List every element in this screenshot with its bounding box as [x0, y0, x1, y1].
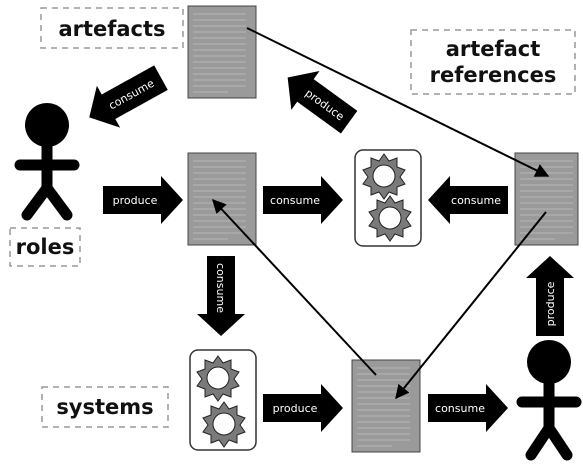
- connector-bottom-doc-to-center-doc: [212, 198, 377, 376]
- svg-text:artefact: artefact: [446, 37, 541, 61]
- svg-text:produce: produce: [273, 402, 318, 415]
- label-roles: roles: [9, 227, 81, 267]
- arrow-consume-down: consume: [197, 256, 245, 336]
- arrow-consume-mid: consume: [263, 176, 343, 224]
- arrow-produce-mid-left: produce: [103, 176, 183, 224]
- system-gears-top: [354, 149, 422, 247]
- svg-text:roles: roles: [16, 235, 75, 259]
- arrow-consume-bottom-right: consume: [428, 384, 508, 432]
- connector-top-doc-to-reference: [246, 27, 550, 177]
- system-gears-bottom: [189, 349, 257, 451]
- label-systems: systems: [41, 386, 169, 428]
- document-artefact-reference-right: [514, 152, 579, 246]
- svg-text:consume: consume: [435, 402, 485, 415]
- document-artefact-top: [187, 5, 257, 99]
- svg-text:produce: produce: [113, 194, 158, 207]
- arrow-produce-up-right: produce: [526, 256, 574, 336]
- label-artefacts: artefacts: [40, 7, 184, 49]
- arrow-consume-top-left: consume: [89, 65, 168, 128]
- document-artefact-bottom: [351, 359, 421, 453]
- svg-text:consume: consume: [451, 194, 501, 207]
- svg-text:systems: systems: [56, 395, 153, 419]
- role-person-icon: [14, 103, 80, 221]
- bottom-person-icon: [516, 340, 582, 461]
- svg-text:artefacts: artefacts: [58, 17, 165, 41]
- svg-text:references: references: [430, 63, 557, 87]
- document-artefact-center: [187, 152, 257, 246]
- arrow-produce-top: produce: [287, 71, 358, 134]
- connector-reference-to-bottom-doc: [395, 211, 547, 400]
- arrow-produce-bottom: produce: [263, 384, 343, 432]
- arrow-consume-mid-right: consume: [428, 176, 508, 224]
- svg-text:produce: produce: [544, 281, 557, 326]
- label-artefact-references: artefact references: [410, 29, 576, 95]
- svg-text:consume: consume: [270, 194, 320, 207]
- svg-text:consume: consume: [214, 263, 227, 313]
